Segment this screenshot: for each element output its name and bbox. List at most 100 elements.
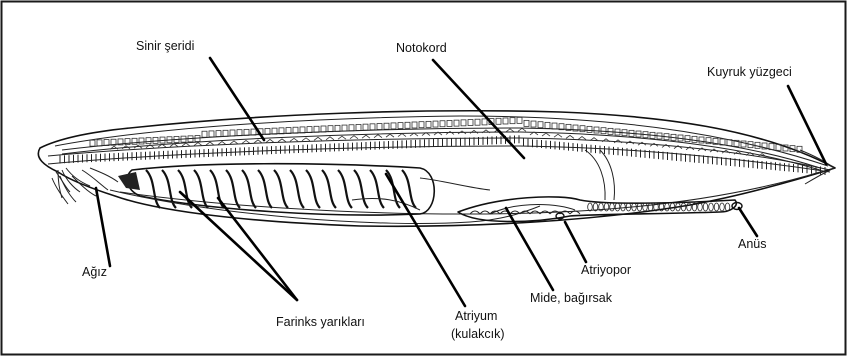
label-atriyum: Atriyum (455, 309, 497, 323)
label-kuyruk-yuzgeci: Kuyruk yüzgeci (707, 65, 792, 79)
myotome-tick (398, 134, 406, 137)
fin-ray (419, 122, 424, 128)
gill-slit (226, 170, 240, 208)
fin-ray (412, 122, 417, 128)
myotome-tick (506, 129, 514, 132)
fin-ray (384, 123, 389, 129)
fin-ray (510, 118, 515, 124)
fin-ray (370, 124, 375, 130)
intestine-ring (725, 203, 730, 211)
fin-ray (146, 138, 151, 144)
myotome-tick (218, 142, 226, 145)
intestine-ring (703, 203, 708, 211)
myotome-tick (338, 136, 346, 139)
intestine-ring (615, 203, 620, 211)
myotome-tick (350, 136, 358, 139)
fin-ray (363, 124, 368, 130)
myotome-tick (302, 138, 310, 141)
leader-lines (96, 58, 826, 306)
myotome-tick (266, 139, 274, 142)
intestine-ring (643, 203, 648, 211)
fin-ray (335, 125, 340, 131)
myotome-tick (242, 140, 250, 143)
fin-ray (531, 121, 536, 127)
intestine-ring (648, 203, 653, 211)
fin-ray (342, 125, 347, 131)
intestine-ring (637, 203, 642, 211)
gill-slit (322, 170, 336, 208)
labels: Sinir şeridi Notokord Kuyruk yüzgeci Ağı… (82, 39, 792, 341)
fin-ray (545, 122, 550, 128)
label-anus: Anüs (738, 237, 767, 251)
fin-ray (594, 127, 599, 133)
fin-ray (398, 123, 403, 129)
fin-ray (97, 140, 102, 146)
gill-slit (274, 170, 288, 208)
myotome-tick (314, 137, 322, 140)
fin-ray (601, 128, 606, 134)
fin-ray (440, 121, 445, 127)
fin-ray (251, 129, 256, 135)
fin-ray (482, 119, 487, 125)
fin-ray (524, 120, 529, 126)
myotome-tick (206, 142, 214, 145)
label-atriyopor: Atriyopor (581, 263, 631, 277)
intestine-ring (621, 203, 626, 211)
fin-ray (230, 130, 235, 136)
myotome-tick (554, 134, 562, 137)
fin-ray (517, 117, 522, 123)
fin-ray (202, 131, 207, 137)
myotome-tick (578, 137, 586, 140)
gill-slit (354, 170, 368, 208)
gill-slit (242, 170, 256, 208)
fin-ray (377, 124, 382, 130)
intestine-ring (604, 203, 609, 211)
fin-ray (538, 122, 543, 128)
intestine-ring (709, 203, 714, 211)
fin-ray (328, 126, 333, 132)
leader-anus (739, 208, 757, 236)
fin-ray (503, 118, 508, 124)
gill-slit (306, 170, 320, 208)
fin-ray (496, 118, 501, 124)
intestine-ring (714, 203, 719, 211)
myotome-tick (326, 137, 334, 140)
gill-slit (290, 170, 304, 208)
fin-ray (349, 125, 354, 131)
fin-ray (692, 136, 697, 142)
leader-agiz (96, 188, 110, 266)
myotome-tick (182, 143, 190, 146)
gill-slit (194, 170, 208, 208)
fin-ray (90, 140, 95, 146)
myotome-tick (566, 135, 574, 138)
gill-slit (258, 170, 272, 208)
leader-atriyopor (565, 222, 586, 262)
gill-slit (146, 170, 160, 208)
fin-ray (139, 138, 144, 144)
fin-ray (153, 137, 158, 143)
fin-ray (475, 119, 480, 125)
leader-atriyum (386, 174, 465, 306)
intestine-ring (687, 203, 692, 211)
label-farinks: Farinks yarıkları (276, 315, 365, 329)
fin-ray (461, 120, 466, 126)
fin-ray (237, 130, 242, 136)
fin-ray (685, 136, 690, 142)
myotome-tick (542, 133, 550, 136)
label-sinir-seridi: Sinir şeridi (136, 39, 194, 53)
intestine-ring (698, 203, 703, 211)
fin-ray (209, 131, 214, 137)
gill-slit (338, 170, 352, 208)
fin-ray (426, 121, 431, 127)
myotome-tick (362, 135, 370, 138)
fin-ray (468, 120, 473, 126)
myotome-tick (518, 128, 526, 131)
fin-ray (454, 120, 459, 126)
fin-ray (314, 126, 319, 132)
fin-ray (391, 123, 396, 129)
myotome-tick (374, 135, 382, 138)
intestine-ring (665, 203, 670, 211)
fin-ray (244, 129, 249, 135)
fin-ray (405, 122, 410, 128)
